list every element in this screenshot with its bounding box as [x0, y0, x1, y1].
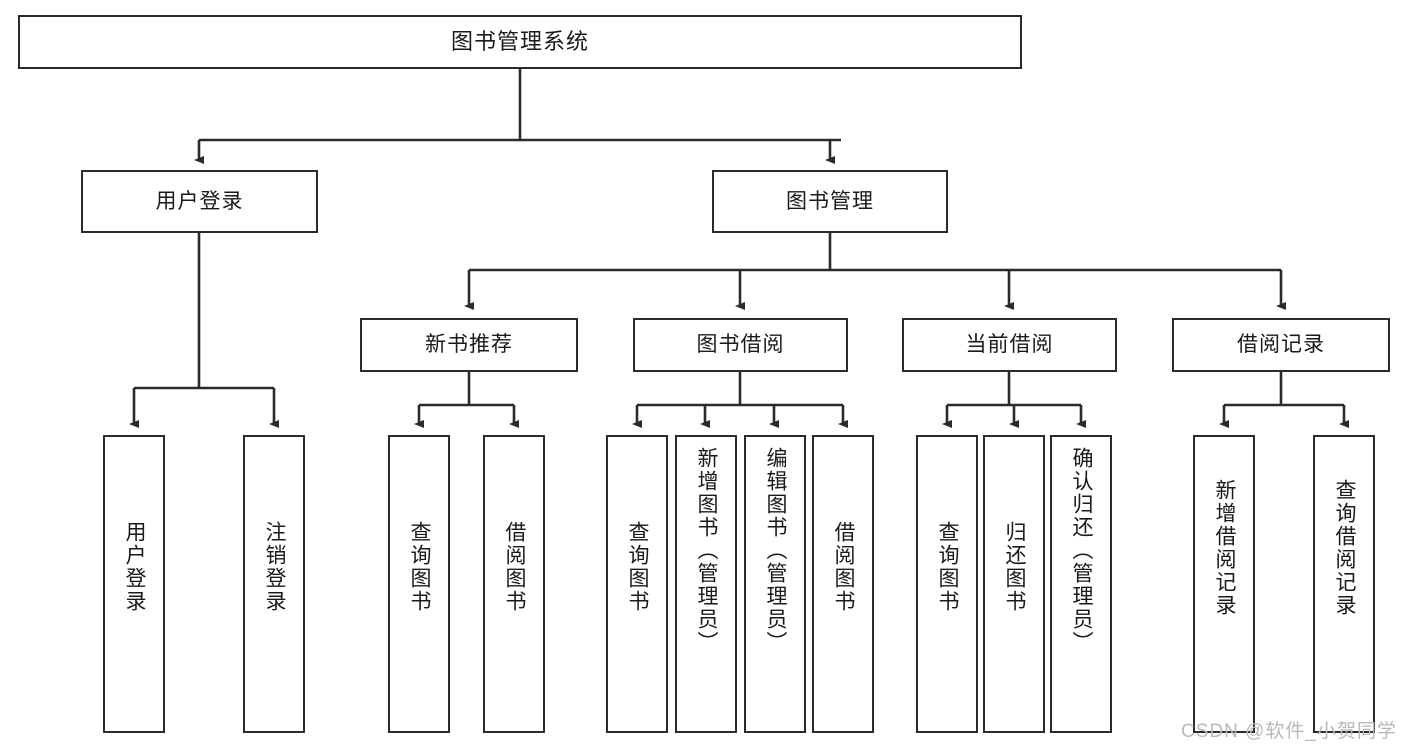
leaf-borrow-borrow-book[interactable]: 借阅图书 — [812, 435, 874, 733]
leaf-label: 查询图书 — [626, 521, 650, 613]
leaf-label: 用户登录 — [123, 521, 147, 613]
leaf-new-book-borrow[interactable]: 借阅图书 — [483, 435, 545, 733]
leaf-label: 编辑图书（管理员） — [764, 447, 788, 654]
leaf-label: 查询图书 — [408, 521, 432, 613]
node-label: 用户登录 — [155, 189, 244, 213]
node-new-book-recommend[interactable]: 新书推荐 — [360, 318, 578, 372]
leaf-label: 借阅图书 — [832, 521, 856, 613]
leaf-label: 新增图书（管理员） — [695, 447, 719, 654]
node-book-borrow[interactable]: 图书借阅 — [633, 318, 848, 372]
leaf-label: 查询图书 — [936, 521, 960, 613]
node-label: 图书管理系统 — [450, 28, 589, 54]
node-label: 当前借阅 — [965, 333, 1054, 357]
node-user-login[interactable]: 用户登录 — [81, 170, 318, 233]
leaf-label: 归还图书 — [1003, 521, 1027, 613]
leaf-label: 借阅图书 — [503, 521, 527, 613]
node-label: 新书推荐 — [425, 333, 513, 357]
csdn-watermark: CSDN @软件_小贺同学 — [1181, 721, 1397, 742]
leaf-current-confirm-return-admin[interactable]: 确认归还（管理员） — [1050, 435, 1112, 733]
leaf-borrow-edit-book-admin[interactable]: 编辑图书（管理员） — [744, 435, 806, 733]
leaf-label: 新增借阅记录 — [1213, 479, 1237, 617]
node-current-borrow[interactable]: 当前借阅 — [902, 318, 1117, 372]
leaf-record-query-record[interactable]: 查询借阅记录 — [1313, 435, 1375, 733]
node-label: 借阅记录 — [1237, 333, 1325, 357]
node-root-system[interactable]: 图书管理系统 — [18, 15, 1022, 69]
leaf-borrow-query-book[interactable]: 查询图书 — [606, 435, 668, 733]
node-book-management[interactable]: 图书管理 — [712, 170, 948, 233]
leaf-borrow-add-book-admin[interactable]: 新增图书（管理员） — [675, 435, 737, 733]
leaf-label: 确认归还（管理员） — [1070, 447, 1094, 654]
node-label: 图书借阅 — [696, 333, 785, 357]
leaf-user-login-login[interactable]: 用户登录 — [103, 435, 165, 733]
leaf-record-add-record[interactable]: 新增借阅记录 — [1193, 435, 1255, 733]
leaf-current-query-book[interactable]: 查询图书 — [916, 435, 978, 733]
leaf-current-return-book[interactable]: 归还图书 — [983, 435, 1045, 733]
node-label: 图书管理 — [786, 189, 874, 213]
node-borrow-record[interactable]: 借阅记录 — [1172, 318, 1390, 372]
leaf-label: 查询借阅记录 — [1333, 479, 1357, 617]
leaf-new-book-query[interactable]: 查询图书 — [388, 435, 450, 733]
leaf-user-login-logout[interactable]: 注销登录 — [243, 435, 305, 733]
leaf-label: 注销登录 — [263, 521, 287, 613]
